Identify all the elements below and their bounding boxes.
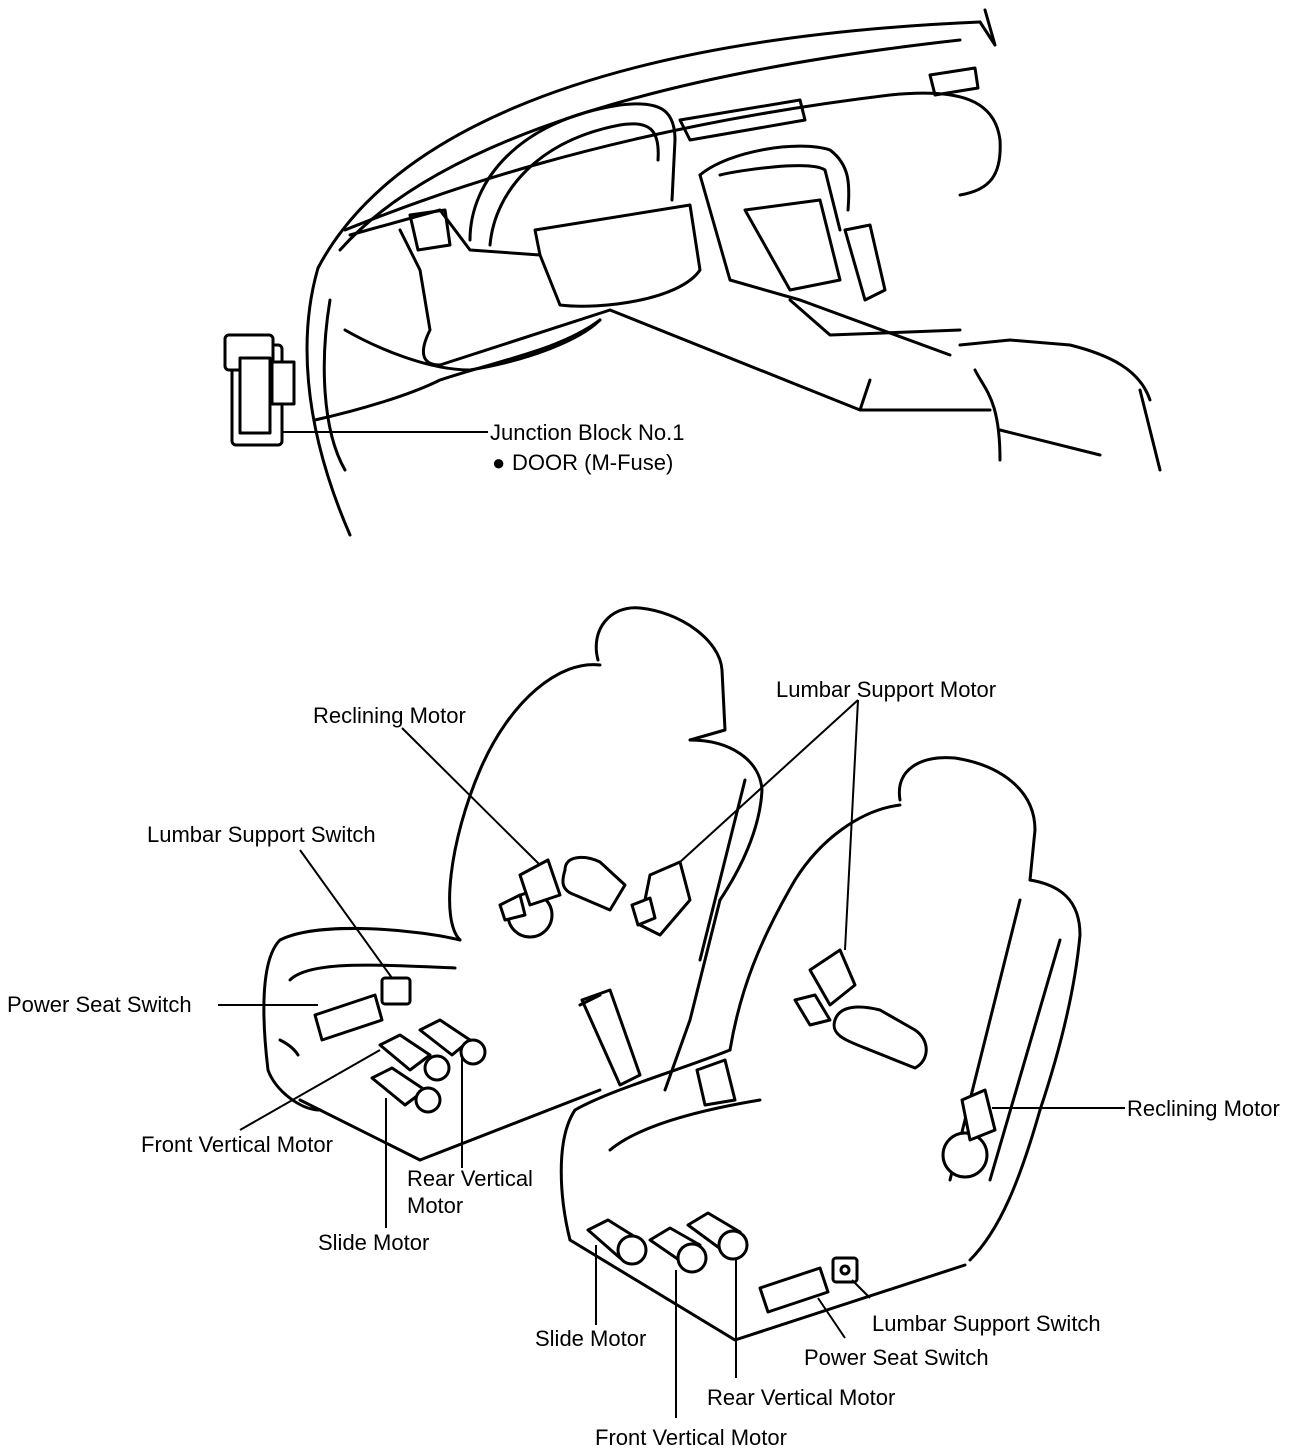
lumbar-support-motor-label: Lumbar Support Motor — [776, 677, 996, 702]
right-rear-vertical-motor-label: Rear Vertical Motor — [707, 1385, 895, 1410]
right-rear-vertical-motor — [686, 1211, 749, 1261]
right-reclining-motor — [941, 1088, 997, 1179]
right-slide-motor — [586, 1218, 648, 1266]
junction-block-no1 — [223, 333, 296, 447]
right-front-vertical-motor-label: Front Vertical Motor — [595, 1425, 787, 1450]
right-power-seat-switch — [758, 1266, 830, 1314]
left-power-seat-switch — [313, 993, 384, 1042]
right-lumbar-support-switch — [831, 1256, 859, 1284]
left-power-seat-switch-label: Power Seat Switch — [7, 992, 192, 1017]
left-rear-vertical-motor-label-line1: Rear Vertical — [407, 1166, 533, 1191]
left-lumbar-support-motor — [561, 856, 692, 937]
door-fuse-label: DOOR (M-Fuse) — [512, 450, 673, 475]
right-front-vertical-motor — [648, 1226, 708, 1274]
door-fuse-bullet: ● — [492, 450, 505, 475]
right-lumbar-support-motor — [793, 948, 928, 1070]
left-lumbar-support-switch — [380, 976, 412, 1006]
left-reclining-motor — [498, 858, 562, 939]
left-lumbar-support-switch-label: Lumbar Support Switch — [147, 822, 376, 847]
left-front-vertical-motor-label: Front Vertical Motor — [141, 1132, 333, 1157]
junction-block-label: Junction Block No.1 — [490, 420, 684, 445]
dashboard-illustration — [305, 8, 1162, 537]
left-rear-vertical-motor-label-line2: Motor — [407, 1193, 463, 1218]
right-slide-motor-label: Slide Motor — [535, 1326, 646, 1351]
left-reclining-motor-label: Reclining Motor — [313, 703, 466, 728]
left-slide-motor-label: Slide Motor — [318, 1230, 429, 1255]
right-reclining-motor-label: Reclining Motor — [1127, 1096, 1280, 1121]
leader-lines — [218, 699, 1125, 1418]
left-slide-motor — [370, 1066, 442, 1114]
right-power-seat-switch-label: Power Seat Switch — [804, 1345, 989, 1370]
left-rear-vertical-motor — [418, 1018, 487, 1066]
left-front-vertical-motor — [378, 1033, 451, 1082]
right-lumbar-support-switch-label: Lumbar Support Switch — [872, 1311, 1101, 1336]
